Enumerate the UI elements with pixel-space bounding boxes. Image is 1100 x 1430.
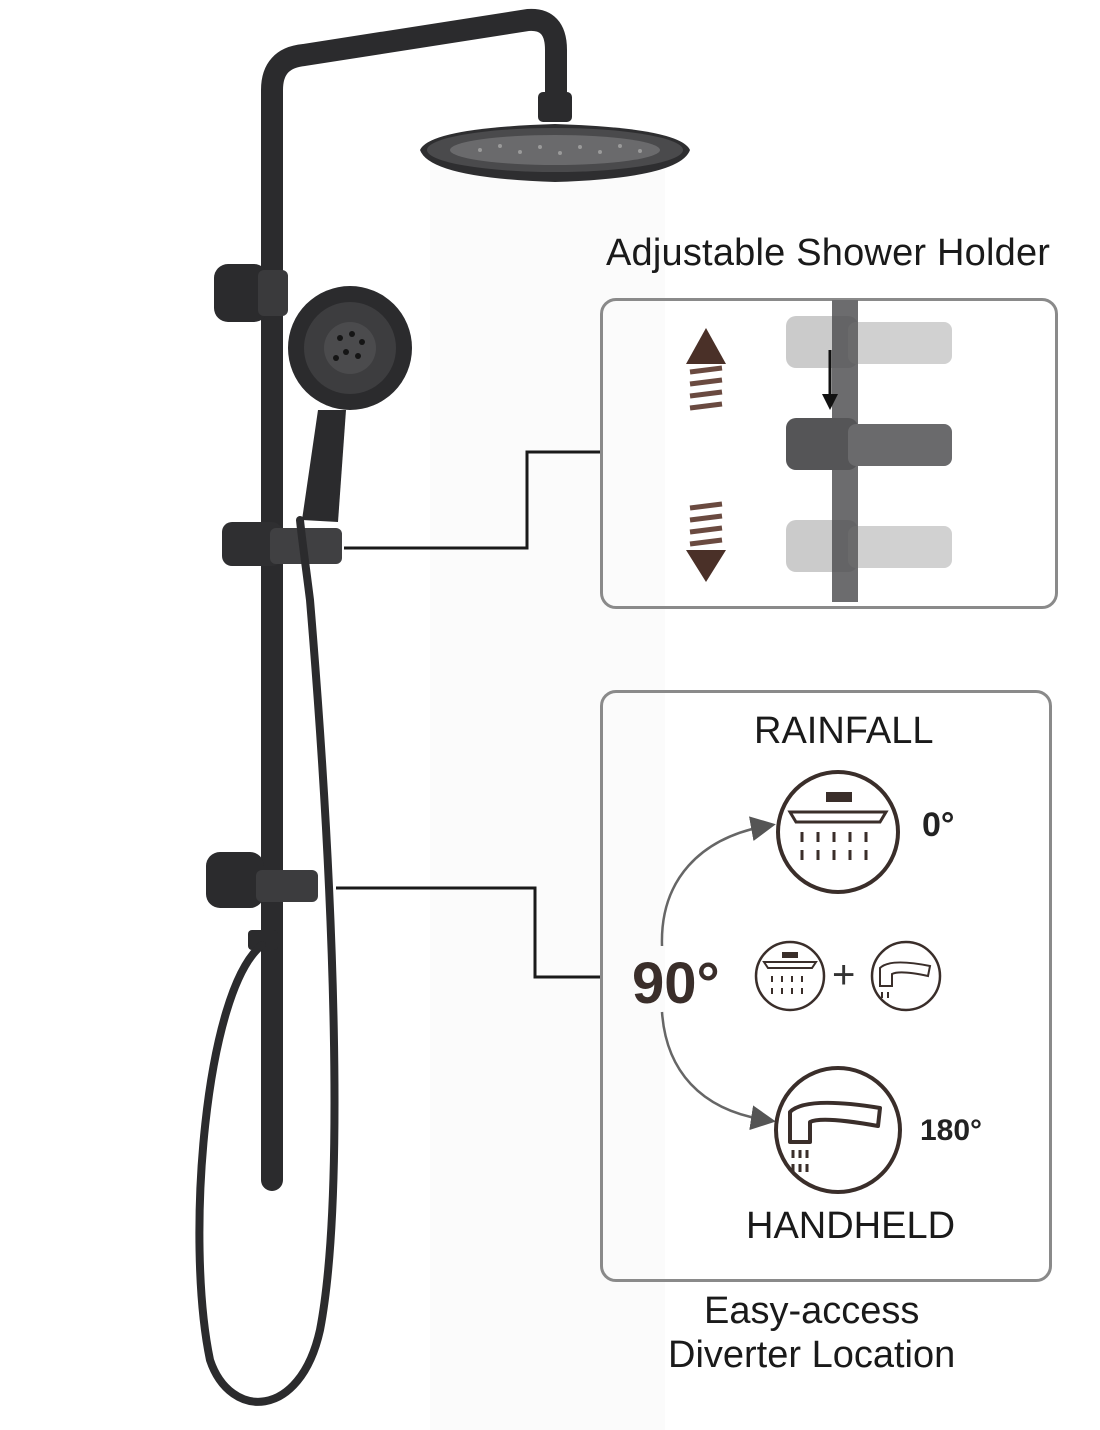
rainfall-small-icon [754, 940, 826, 1012]
holder-callout-line [344, 450, 600, 550]
angle-0-label: 0° [922, 806, 955, 844]
handheld-shower [288, 286, 412, 522]
rainfall-icon [776, 770, 900, 894]
diverter-panel [600, 690, 1052, 1282]
holder-detail-panel [600, 298, 1058, 609]
holder-ghost-bottom [786, 520, 952, 572]
down-arrow-icon [822, 350, 838, 410]
diverter-callout-line [336, 886, 600, 979]
up-down-arrow-icon [686, 328, 726, 582]
angle-180-label: 180° [920, 1114, 983, 1147]
shower-arm-connector [538, 92, 572, 122]
handheld-mode-icon [774, 1066, 902, 1194]
arrow-to-handheld [660, 1011, 776, 1131]
plus-sign: + [832, 953, 856, 997]
diverter-caption-line2: Diverter Location [668, 1334, 956, 1376]
angle-90-label: 90° [632, 951, 720, 1016]
riser-pipe [261, 8, 567, 1191]
diverter-caption-line1: Easy-access [704, 1290, 920, 1332]
arrow-to-rainfall [660, 816, 776, 947]
hose [195, 516, 339, 1406]
holder-active [786, 418, 952, 470]
upper-wall-bracket [214, 264, 288, 322]
rainfall-label: RAINFALL [754, 710, 934, 752]
handheld-small-icon [870, 940, 942, 1012]
holder-title: Adjustable Shower Holder [606, 232, 1051, 274]
holder-ghost-top [786, 316, 952, 368]
handheld-label: HANDHELD [746, 1205, 956, 1247]
rainfall-showerhead [420, 124, 690, 182]
diverter [206, 852, 318, 950]
